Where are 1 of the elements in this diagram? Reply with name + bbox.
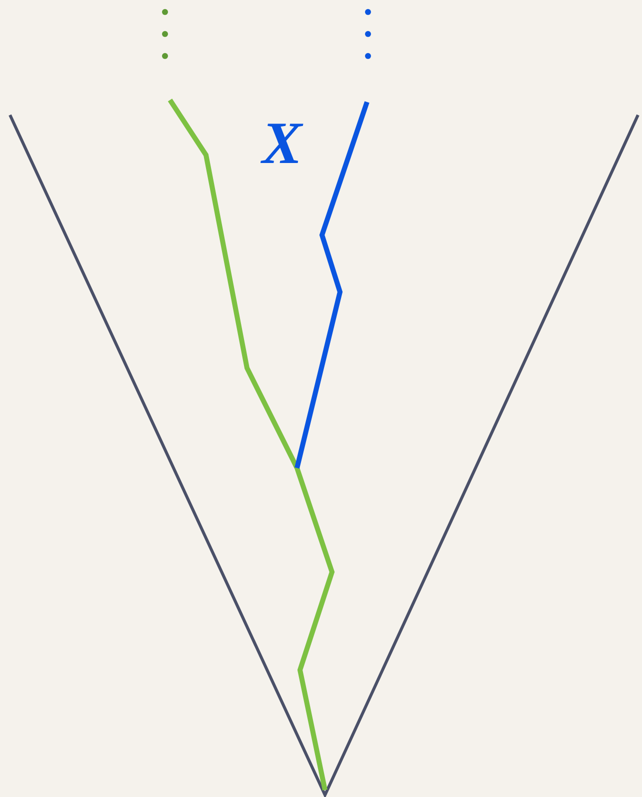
point-label: X xyxy=(262,109,302,178)
